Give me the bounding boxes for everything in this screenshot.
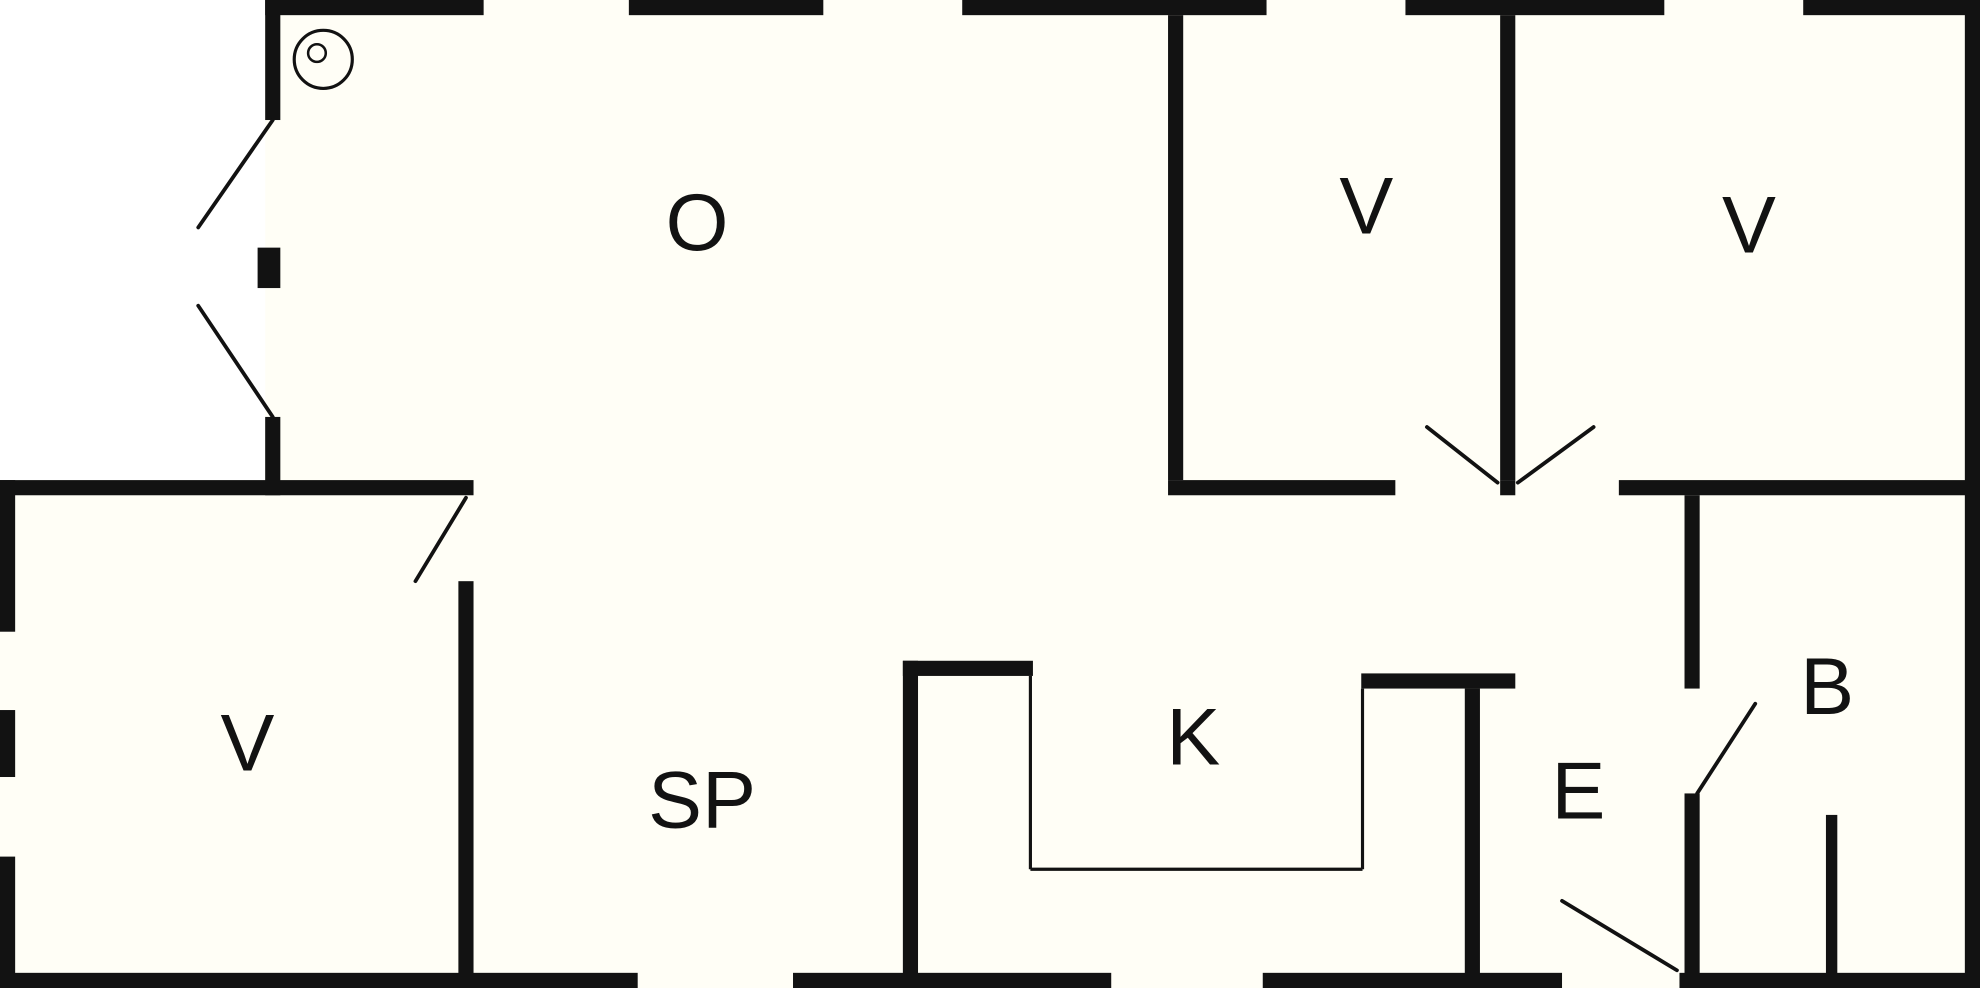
wall-segment <box>1168 480 1396 496</box>
door-leaf-line <box>196 303 275 419</box>
wall-segment <box>458 581 474 988</box>
wall-segment <box>1618 480 1980 496</box>
wall-segment <box>1361 673 1516 689</box>
wall-segment <box>1464 688 1480 988</box>
wall-segment <box>0 480 16 632</box>
wall-segment <box>1405 0 1665 16</box>
room-label-bedroom-2: V <box>1722 181 1776 271</box>
door-leaf-line <box>1425 425 1500 485</box>
door-leaf-line <box>1515 425 1596 485</box>
door-leaf-line <box>196 118 275 230</box>
wall-segment <box>0 710 16 778</box>
wall-segment <box>1500 15 1516 481</box>
door-leaf-line <box>1695 701 1758 796</box>
room-label-entrance: E <box>1551 747 1605 837</box>
room-label-living-room: O <box>666 178 729 268</box>
room-label-dining-room: SP <box>648 756 756 846</box>
wall-segment <box>962 0 1267 16</box>
wall-segment <box>902 660 1033 676</box>
door-leaf-line <box>1560 898 1679 973</box>
wall-segment <box>0 972 638 988</box>
wall-segment <box>0 856 16 988</box>
wall-segment <box>902 660 919 988</box>
wall-segment <box>257 247 281 289</box>
wall-segment <box>265 416 281 496</box>
wall-segment <box>1262 972 1563 988</box>
wall-segment <box>1168 15 1184 481</box>
stove-symbol-outer-circle <box>292 28 354 91</box>
wall-segment <box>1500 480 1516 496</box>
room-label-bedroom-1: V <box>1339 162 1393 252</box>
wall-segment <box>0 480 474 496</box>
wall-segment <box>265 0 484 16</box>
room-label-kitchen: K <box>1166 692 1220 782</box>
wall-segment <box>1803 0 1980 16</box>
stove-symbol-inner-circle <box>306 42 328 64</box>
room-label-bedroom-3: V <box>221 699 275 789</box>
room-label-bathroom: B <box>1800 642 1854 732</box>
wall-segment <box>628 0 824 16</box>
wall-segment <box>1684 793 1700 988</box>
wall-segment <box>1825 814 1838 988</box>
wall-segment <box>1684 495 1700 689</box>
wall-segment <box>265 0 281 121</box>
wall-segment <box>793 972 1112 988</box>
door-leaf-line <box>413 495 468 584</box>
